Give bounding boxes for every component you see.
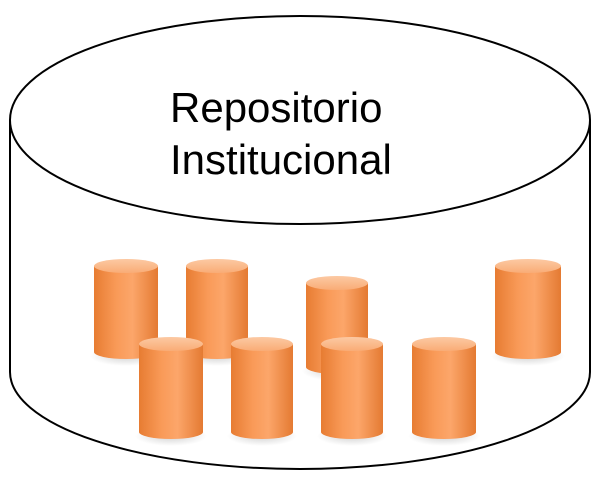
repository-item-body <box>139 344 203 439</box>
repository-item-top <box>495 259 561 273</box>
repository-title-line-2: Institucional <box>170 136 392 183</box>
repository-item-top <box>139 337 203 351</box>
repository-item-top <box>321 337 383 351</box>
repository-item-top <box>94 259 158 273</box>
repository-item-cylinder <box>135 337 207 446</box>
repository-item-cylinder <box>408 337 480 446</box>
repository-item-cylinder <box>317 337 387 446</box>
repository-items <box>90 259 565 446</box>
repository-item-body <box>231 344 293 439</box>
repository-item-body <box>412 344 476 439</box>
repository-item-body <box>186 266 248 359</box>
repository-item-top <box>412 337 476 351</box>
repository-item-cylinder <box>491 259 565 366</box>
repository-item-cylinder <box>227 337 297 446</box>
repository-title-line-1: Repositorio <box>170 84 383 131</box>
repository-cylinder-top <box>9 15 591 225</box>
repository-item-body <box>321 344 383 439</box>
repository-item-top <box>231 337 293 351</box>
repository-item-body <box>94 266 158 359</box>
repository-item-body <box>495 266 561 359</box>
repository-item-top <box>306 276 368 290</box>
repository-item-top <box>186 259 248 273</box>
repository-title: Repositorio Institucional <box>150 74 440 194</box>
